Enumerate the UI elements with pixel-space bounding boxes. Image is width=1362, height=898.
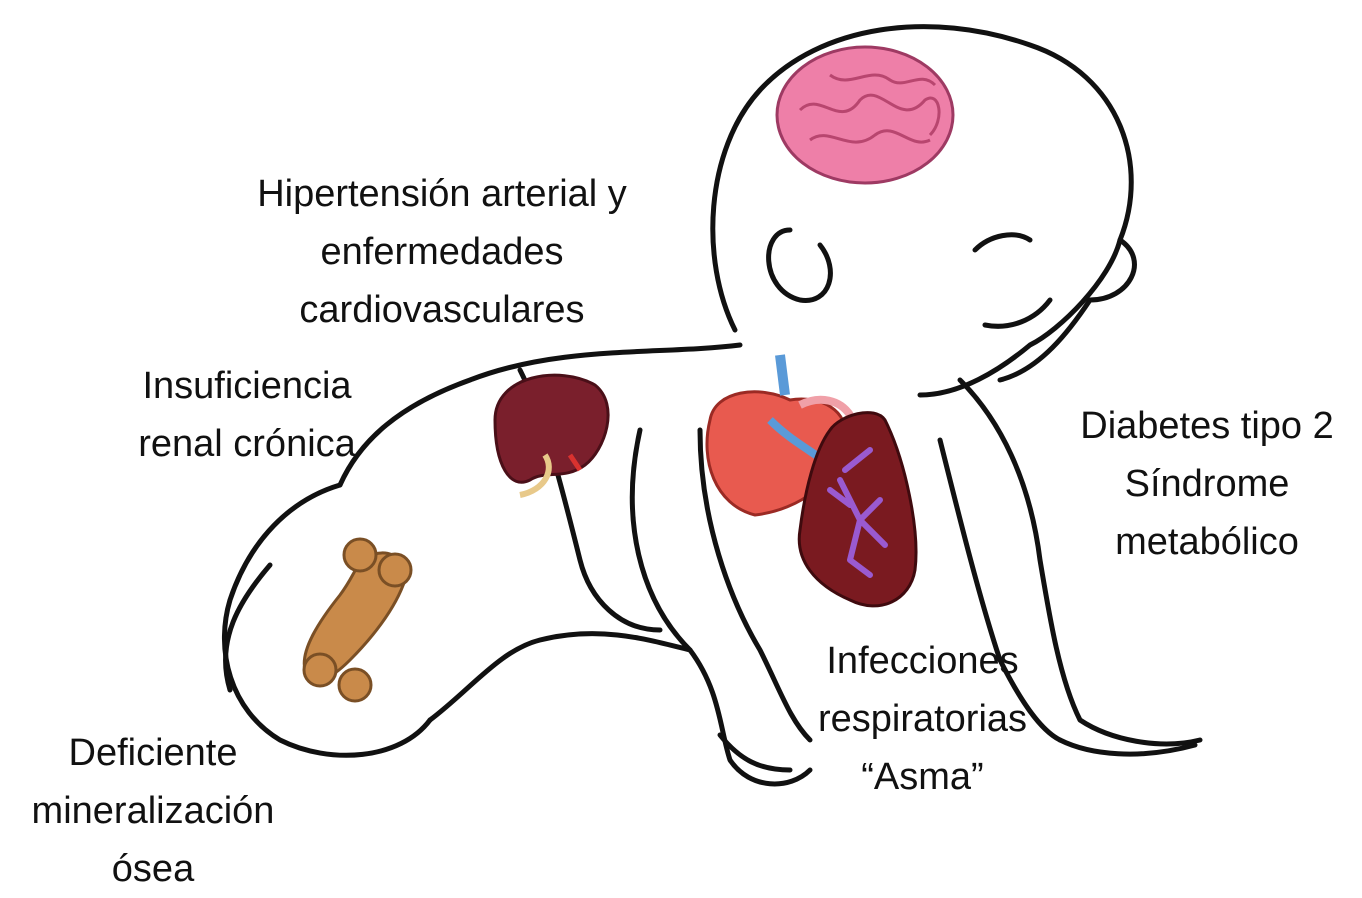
bone-icon xyxy=(304,539,411,701)
respiratory-label-line-3: “Asma” xyxy=(795,748,1050,806)
diabetes-label-line-1: Diabetes tipo 2 xyxy=(1062,397,1352,455)
respiratory-label-line-2: respiratorias xyxy=(795,690,1050,748)
brain-icon xyxy=(777,47,953,183)
renal-label-line-2: renal crónica xyxy=(122,415,372,473)
bone-label-line-2: mineralización xyxy=(8,782,298,840)
bone-label-line-1: Deficiente xyxy=(8,724,298,782)
bone-label-line-3: ósea xyxy=(8,840,298,898)
hypertension-label-line-3: cardiovasculares xyxy=(222,281,662,339)
hypertension-label: Hipertensión arterial y enfermedades car… xyxy=(222,165,662,339)
renal-label: Insuficiencia renal crónica xyxy=(122,357,372,473)
diabetes-label-line-2: Síndrome xyxy=(1062,455,1352,513)
diabetes-label-line-3: metabólico xyxy=(1062,513,1352,571)
kidney-icon xyxy=(495,375,608,495)
bone-label: Deficiente mineralización ósea xyxy=(8,724,298,898)
hypertension-label-line-1: Hipertensión arterial y xyxy=(222,165,662,223)
hypertension-label-line-2: enfermedades xyxy=(222,223,662,281)
renal-label-line-1: Insuficiencia xyxy=(122,357,372,415)
respiratory-label: Infecciones respiratorias “Asma” xyxy=(795,632,1050,806)
diabetes-label: Diabetes tipo 2 Síndrome metabólico xyxy=(1062,397,1352,571)
respiratory-label-line-1: Infecciones xyxy=(795,632,1050,690)
